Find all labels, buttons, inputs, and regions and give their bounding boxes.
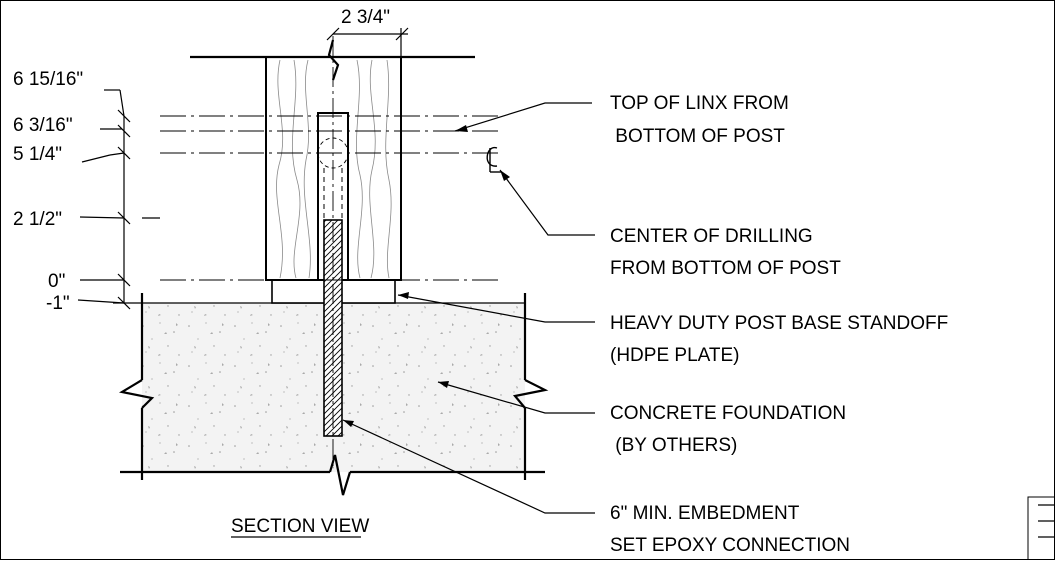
callout-hdpe-line2: (HDPE PLATE) (610, 345, 740, 366)
callout-concrete-line2: (BY OTHERS) (610, 435, 737, 456)
callout-embedment-line1: 6" MIN. EMBEDMENT (610, 503, 800, 524)
callout-concrete-line1: CONCRETE FOUNDATION (610, 403, 846, 424)
width-dimension (326, 27, 409, 60)
elevation-label-0: 6 15/16" (13, 69, 83, 90)
elevation-label-2: 5 1/4" (13, 144, 62, 165)
view-title: SECTION VIEW (231, 516, 369, 537)
centerline-symbol-icon (486, 147, 502, 173)
callout-hdpe-line1: HEAVY DUTY POST BASE STANDOFF (610, 313, 948, 334)
elevation-label-5: -1" (46, 293, 70, 314)
elevation-lines (77, 89, 500, 310)
elevation-label-1: 6 3/16" (13, 115, 73, 136)
leader-lines (342, 102, 595, 514)
callout-center-drilling-line2: FROM BOTTOM OF POST (610, 258, 841, 279)
adjacent-detail-fragment (1027, 496, 1055, 565)
callout-embedment-line2: SET EPOXY CONNECTION (610, 535, 850, 556)
elevation-label-3: 2 1/2" (13, 209, 62, 230)
callout-center-drilling-line1: CENTER OF DRILLING (610, 226, 813, 247)
callout-top-of-linx-line1: TOP OF LINX FROM (610, 93, 789, 114)
elevation-label-4: 0" (48, 271, 65, 292)
callout-top-of-linx-line2: BOTTOM OF POST (610, 126, 785, 147)
width-label: 2 3/4" (341, 7, 390, 28)
